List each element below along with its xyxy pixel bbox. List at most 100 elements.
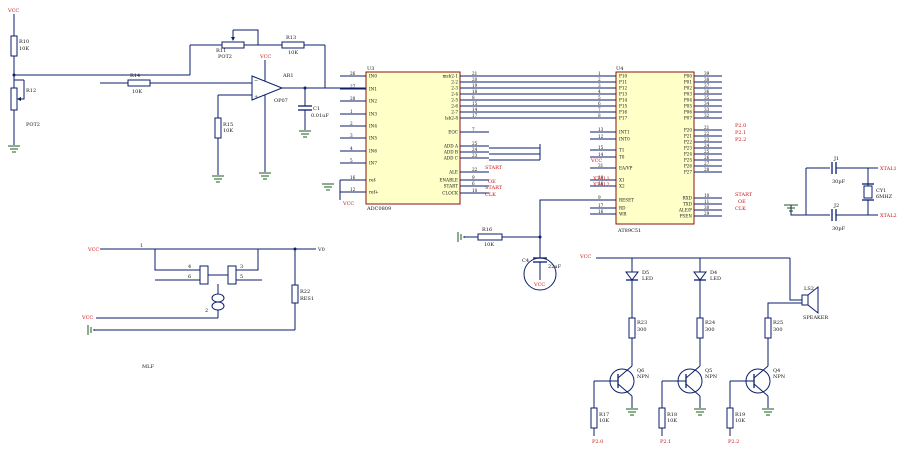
adc-left-pin-num: 1 bbox=[350, 109, 353, 114]
mcu-right-pin-num: 10 bbox=[704, 193, 710, 198]
mcu-left-pin-name: RD bbox=[619, 206, 626, 211]
adc-start-net: START bbox=[485, 165, 503, 171]
opamp-stage: R14 10K R11 POT2 R13 10K − + AR1 OP07 VC… bbox=[100, 29, 366, 183]
mcu-right-pin-name: P02 bbox=[684, 86, 692, 91]
resistor-r15 bbox=[214, 117, 222, 139]
mcu-left-pin-num: 17 bbox=[598, 203, 604, 208]
bridge-vcc-label: VCC bbox=[87, 247, 99, 253]
resistor-r13 bbox=[281, 41, 305, 49]
mcu-left-pin-name: INT0 bbox=[619, 137, 630, 142]
mcu-left-pin-name: P12 bbox=[619, 86, 627, 91]
r16-value: 10K bbox=[484, 242, 494, 248]
adc-left-pin-num: 4 bbox=[350, 146, 353, 151]
adc-oe-net: OE bbox=[488, 179, 496, 185]
speaker-part: SPEAKER bbox=[803, 315, 828, 321]
adc-right-pin-name: 2-3 bbox=[451, 86, 458, 91]
collector-resistor-ref: R24 bbox=[705, 320, 715, 326]
mcu-right-pin-num: 35 bbox=[704, 95, 710, 100]
mcu-right-pin-name: RXD bbox=[683, 196, 693, 201]
adc-right-pin-num: 25 bbox=[472, 141, 478, 146]
adc-left-pin-num: 5 bbox=[350, 158, 353, 163]
adc-right-pin-num: 22 bbox=[472, 167, 478, 172]
base-resistor-value: 10K bbox=[735, 418, 745, 424]
bridge-title: MLF bbox=[142, 364, 154, 370]
r12-ref: R12 bbox=[26, 88, 36, 94]
mcu-left-pin-name: P14 bbox=[619, 98, 627, 103]
adc-right-pin-num: 23 bbox=[472, 153, 478, 158]
adc-left-pin-name: IN2 bbox=[369, 99, 377, 104]
bridge-pin2: 2 bbox=[205, 308, 208, 314]
crystal-cy1 bbox=[863, 185, 873, 199]
led-ref: D4 bbox=[710, 270, 717, 276]
mcu-left-pin-num: 4 bbox=[598, 89, 601, 94]
adc-right-pin-name: msb2-1 bbox=[442, 74, 458, 79]
led-icon bbox=[625, 271, 639, 281]
resistor-r10 bbox=[10, 35, 18, 57]
bridge-out-label: V0 bbox=[317, 247, 325, 253]
mcu-left-pin-num: 1 bbox=[598, 71, 601, 76]
reset-circuit: R16 10K C4 22uF VCC bbox=[457, 199, 616, 291]
j1-value: 30pF bbox=[832, 179, 846, 185]
mcu-right-pin-name: P01 bbox=[684, 80, 692, 85]
mcu-right-pin-num: 32 bbox=[704, 113, 710, 118]
mcu-left-pin-num: 16 bbox=[598, 209, 604, 214]
svg-text:+: + bbox=[254, 94, 258, 100]
mcu-xtal2-net: XTAL2 bbox=[593, 182, 610, 188]
base-resistor-value: 10K bbox=[667, 418, 677, 424]
collector-resistor-value: 300 bbox=[773, 327, 783, 333]
c4-ref: C4 bbox=[522, 258, 529, 264]
mcu-right-pin-name: P22 bbox=[684, 140, 692, 145]
adc-left-pin-num: 27 bbox=[350, 84, 356, 89]
r11-ref: R11 bbox=[216, 48, 226, 54]
mcu-right-pin-num: 11 bbox=[704, 199, 710, 204]
base-resistor bbox=[726, 407, 734, 429]
mcu-left-pin-num: 8 bbox=[598, 113, 601, 118]
base-net-label: P2.1 bbox=[660, 439, 671, 445]
mcu-left-pin-num: 6 bbox=[598, 101, 601, 106]
resistor-r22 bbox=[291, 284, 299, 304]
mcu-left-pin-name: EA/VP bbox=[619, 166, 633, 171]
r12-value: POT2 bbox=[26, 122, 40, 128]
adc-left-pin-name: IN4 bbox=[369, 124, 377, 129]
mcu-left-pin-name: WR bbox=[619, 212, 627, 217]
mcu-start-net: START bbox=[735, 192, 753, 198]
adc-right-pin-num: 15 bbox=[472, 101, 478, 106]
adc-right-pin-name: lsb2-8 bbox=[445, 116, 458, 121]
base-resistor-ref: R17 bbox=[599, 412, 609, 418]
speaker-ls2 bbox=[801, 294, 809, 306]
net-p20: P2.0 bbox=[735, 123, 746, 129]
led-icon bbox=[693, 271, 707, 281]
svg-text:−: − bbox=[254, 78, 258, 84]
adc-vcc-label: VCC bbox=[342, 201, 354, 207]
adc-clk-net: CLK bbox=[485, 192, 496, 198]
adc-left-pin-num: 16 bbox=[350, 175, 356, 180]
transistor-ref: Q5 bbox=[705, 368, 712, 374]
adc-left-pin-name: IN0 bbox=[369, 74, 377, 79]
adc-left-pin-num: 12 bbox=[350, 187, 356, 192]
mcu-left-pin-name: P10 bbox=[619, 74, 627, 79]
mcu-right-pin-name: P03 bbox=[684, 92, 692, 97]
r10-ref: R10 bbox=[19, 39, 29, 45]
adc-ref: U3 bbox=[367, 66, 374, 72]
collector-resistor-value: 300 bbox=[705, 327, 715, 333]
mcu-left-pin-name: P17 bbox=[619, 116, 627, 121]
adc-left-pin-num: 28 bbox=[350, 96, 356, 101]
base-resistor bbox=[658, 407, 666, 429]
mcu-oe-net: OE bbox=[738, 199, 746, 205]
mcu-right-pin-name: P25 bbox=[684, 158, 692, 163]
mcu-left-pin-name: P15 bbox=[619, 104, 627, 109]
mcu-left-pin-num: 19 bbox=[598, 175, 604, 180]
r13-ref: R13 bbox=[286, 35, 296, 41]
adc-right-pin-name: ADD C bbox=[443, 156, 458, 161]
crystal-net1: XTAL1 bbox=[880, 166, 897, 172]
adc-body bbox=[365, 71, 461, 205]
adc-right-pin-name: 2-7 bbox=[451, 110, 458, 115]
adc-right-pin-name: 2-2 bbox=[451, 80, 458, 85]
mcu-left-pin-num: 3 bbox=[598, 83, 601, 88]
transistor-part: NPN bbox=[705, 374, 718, 380]
mcu-right-pin-num: 27 bbox=[704, 161, 710, 166]
led-part: LED bbox=[710, 276, 721, 282]
resistor-r14 bbox=[127, 79, 151, 87]
